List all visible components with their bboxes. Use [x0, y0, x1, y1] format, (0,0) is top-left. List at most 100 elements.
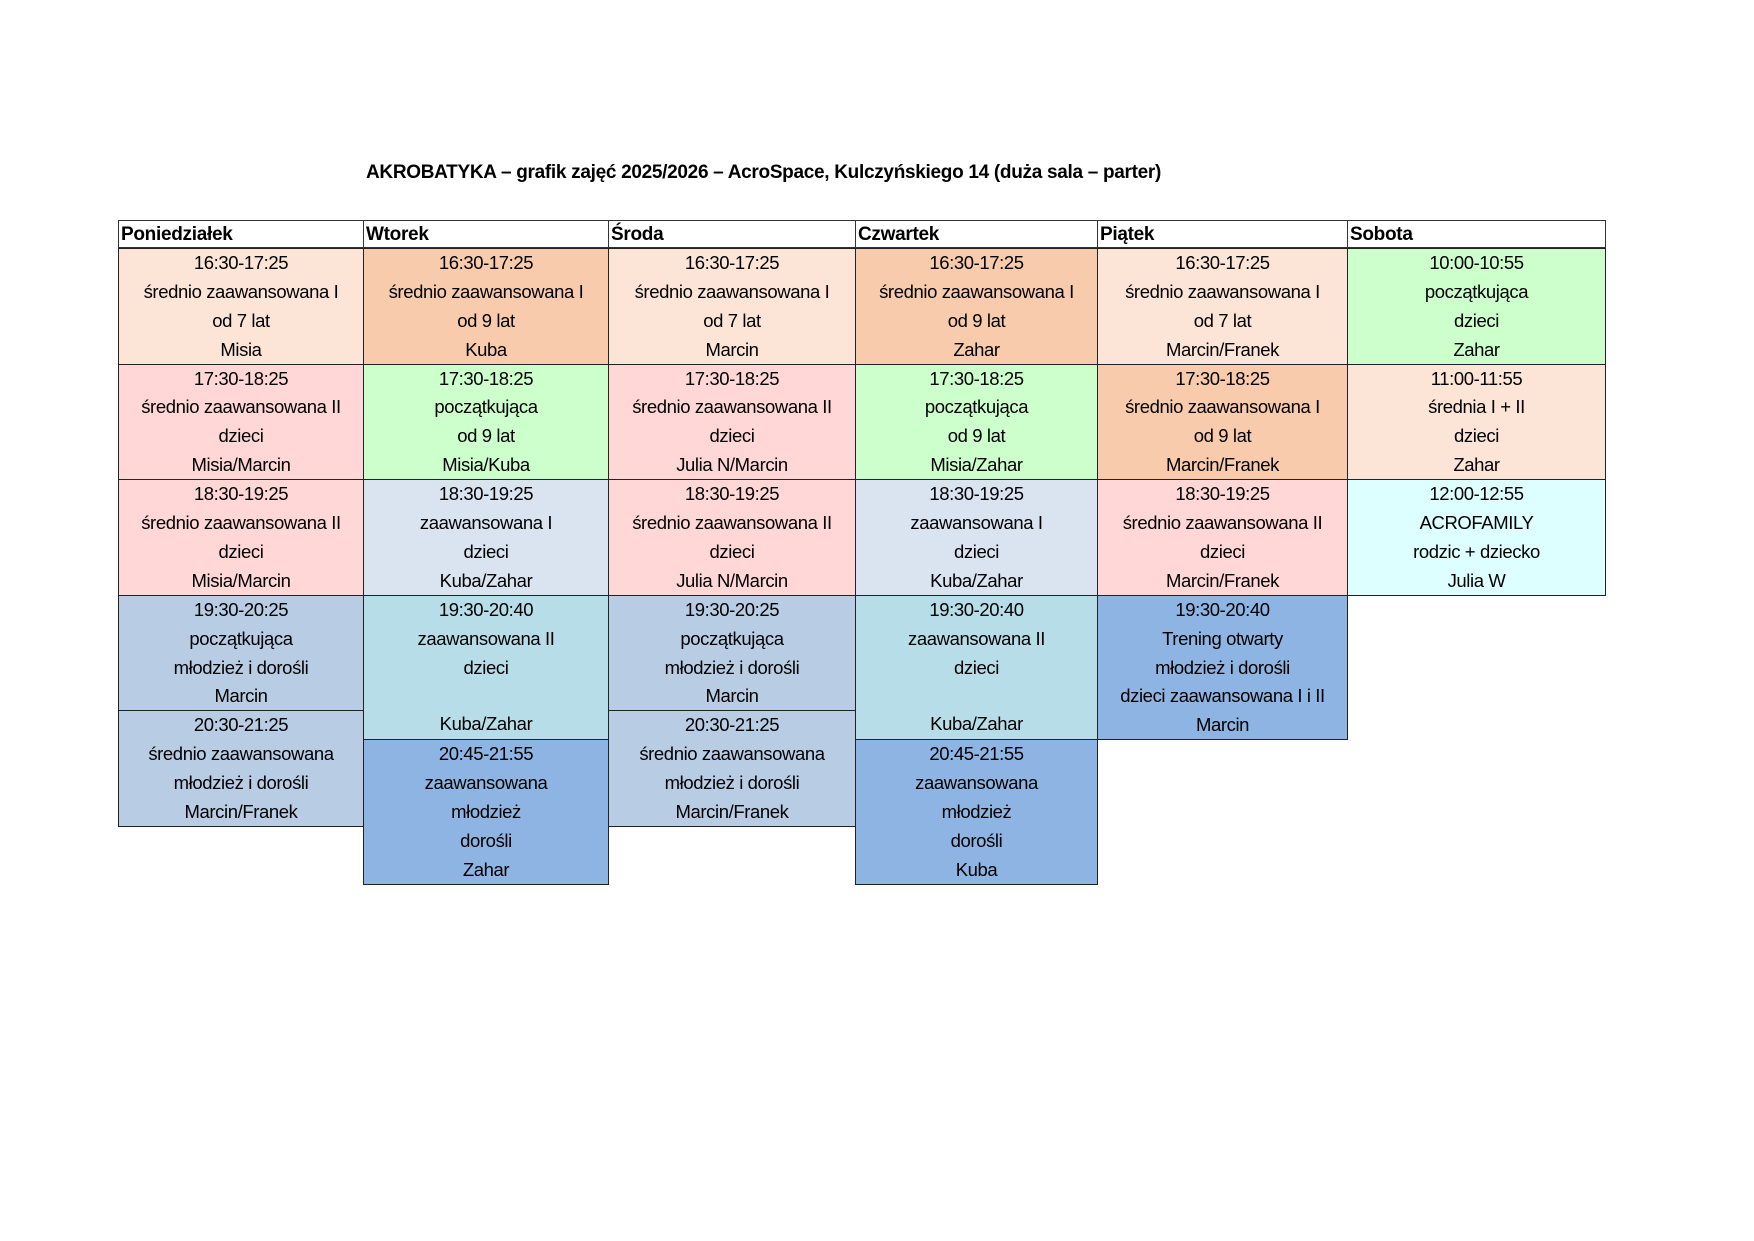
- class-group: dzieci: [709, 425, 755, 447]
- class-group: młodzież i dorośli: [173, 656, 309, 678]
- class-time: 18:30-19:25: [1175, 483, 1270, 505]
- class-instructor: Zahar: [462, 858, 510, 880]
- class-level: średnio zaawansowana: [639, 743, 825, 765]
- class-group: dzieci: [1454, 425, 1499, 447]
- class-cell: 18:30-19:25 średnio zaawansowana II dzieci…: [1097, 479, 1348, 596]
- class-level: średnio zaawansowana II: [632, 512, 832, 534]
- class-level: zaawansowana I: [419, 512, 553, 534]
- class-level: zaawansowana II: [417, 627, 555, 649]
- class-instructor: Kuba/Zahar: [930, 713, 1023, 735]
- class-group: dzieci: [463, 656, 509, 678]
- class-time: 16:30-17:25: [929, 252, 1024, 273]
- class-group: młodzież i dorośli: [664, 772, 800, 794]
- class-level: początkująca: [189, 627, 293, 649]
- day-header-sroda: Środa: [608, 220, 856, 248]
- day-header-sobota: Sobota: [1347, 220, 1606, 248]
- class-time: 10:00-10:55: [1429, 252, 1524, 273]
- class-group: od 7 lat: [1193, 309, 1252, 331]
- class-level: początkująca: [1424, 280, 1529, 302]
- class-time: 19:30-20:40: [929, 598, 1024, 620]
- class-time: 17:30-18:25: [684, 367, 780, 389]
- class-instructor: Kuba/Zahar: [439, 569, 533, 591]
- class-instructor: Julia W: [1447, 569, 1506, 591]
- class-group: dzieci: [1200, 540, 1245, 562]
- class-time: 17:30-18:25: [438, 367, 534, 389]
- class-time: 19:30-20:40: [1175, 598, 1270, 620]
- class-time: 17:30-18:25: [1175, 367, 1270, 389]
- class-time: 16:30-17:25: [193, 252, 289, 273]
- class-instructor: Marcin/Franek: [1165, 569, 1280, 591]
- class-time: 18:30-19:25: [193, 483, 289, 505]
- class-time: 12:00-12:55: [1429, 483, 1524, 505]
- class-extra: dzieci zaawansowana I i II: [1120, 685, 1325, 707]
- class-instructor: Kuba/Zahar: [930, 569, 1023, 591]
- class-group: młodzież i dorośli: [173, 772, 309, 794]
- class-level: zaawansowana: [915, 772, 1038, 794]
- class-level: średnio zaawansowana II: [1122, 512, 1323, 534]
- class-level: średnio zaawansowana I: [634, 280, 830, 302]
- class-level: średnio zaawansowana I: [879, 280, 1074, 302]
- class-time: 16:30-17:25: [438, 252, 534, 273]
- class-instructor: Julia N/Marcin: [676, 454, 788, 476]
- class-time: 19:30-20:40: [438, 598, 534, 620]
- class-extra: [364, 682, 608, 710]
- class-level: zaawansowana I: [910, 512, 1043, 534]
- class-level: średnio zaawansowana I: [1125, 396, 1320, 418]
- class-extra: dorośli: [950, 829, 1003, 851]
- class-group: od 9 lat: [1193, 425, 1252, 447]
- class-level: początkująca: [680, 627, 784, 649]
- class-level: początkująca: [924, 396, 1029, 418]
- class-time: 19:30-20:25: [684, 598, 780, 620]
- class-group: dzieci: [463, 540, 509, 562]
- class-instructor: Zahar: [1453, 454, 1500, 476]
- class-group: młodzież: [451, 801, 521, 823]
- class-instructor: Marcin/Franek: [184, 801, 298, 823]
- class-instructor: Zahar: [1453, 338, 1500, 360]
- class-level: początkująca: [434, 396, 538, 418]
- class-group: rodzic + dziecko: [1413, 540, 1540, 562]
- class-level: zaawansowana: [424, 772, 548, 794]
- class-level: średnio zaawansowana II: [632, 396, 832, 418]
- class-level: ACROFAMILY: [1419, 512, 1534, 534]
- class-cell: 20:30-21:25 średnio zaawansowana młodzież …: [118, 710, 364, 827]
- class-cell: 17:30-18:25 średnio zaawansowana II dzieci…: [608, 363, 856, 481]
- class-group: dzieci: [218, 425, 264, 447]
- class-instructor: Kuba/Zahar: [439, 713, 533, 735]
- class-time: 18:30-19:25: [438, 483, 534, 505]
- class-group: dzieci: [218, 540, 264, 562]
- class-time: 20:30-21:25: [193, 714, 289, 736]
- class-instructor: Marcin/Franek: [675, 801, 789, 823]
- class-level: średnio zaawansowana: [148, 743, 334, 765]
- class-instructor: Misia: [220, 338, 262, 360]
- class-time: 16:30-17:25: [684, 252, 780, 273]
- schedule-title: AKROBATYKA – grafik zajęć 2025/2026 – Ac…: [366, 162, 1162, 183]
- class-instructor: Misia/Marcin: [191, 454, 291, 476]
- class-instructor: Marcin: [705, 338, 759, 360]
- day-header-wtorek: Wtorek: [363, 220, 609, 248]
- class-group: dzieci: [709, 540, 755, 562]
- day-header-piatek: Piątek: [1097, 220, 1348, 248]
- class-level: średnia I + II: [1428, 396, 1525, 418]
- class-time: 20:45-21:55: [929, 743, 1024, 765]
- class-level: Trening otwarty: [1162, 627, 1283, 649]
- class-group: od 9 lat: [457, 425, 515, 447]
- class-time: 18:30-19:25: [929, 483, 1024, 505]
- class-group: dzieci: [1454, 309, 1499, 331]
- class-instructor: Misia/Marcin: [191, 569, 291, 591]
- class-instructor: Marcin: [705, 685, 759, 707]
- class-level: średnio zaawansowana I: [1125, 280, 1320, 302]
- class-instructor: Kuba: [955, 858, 998, 880]
